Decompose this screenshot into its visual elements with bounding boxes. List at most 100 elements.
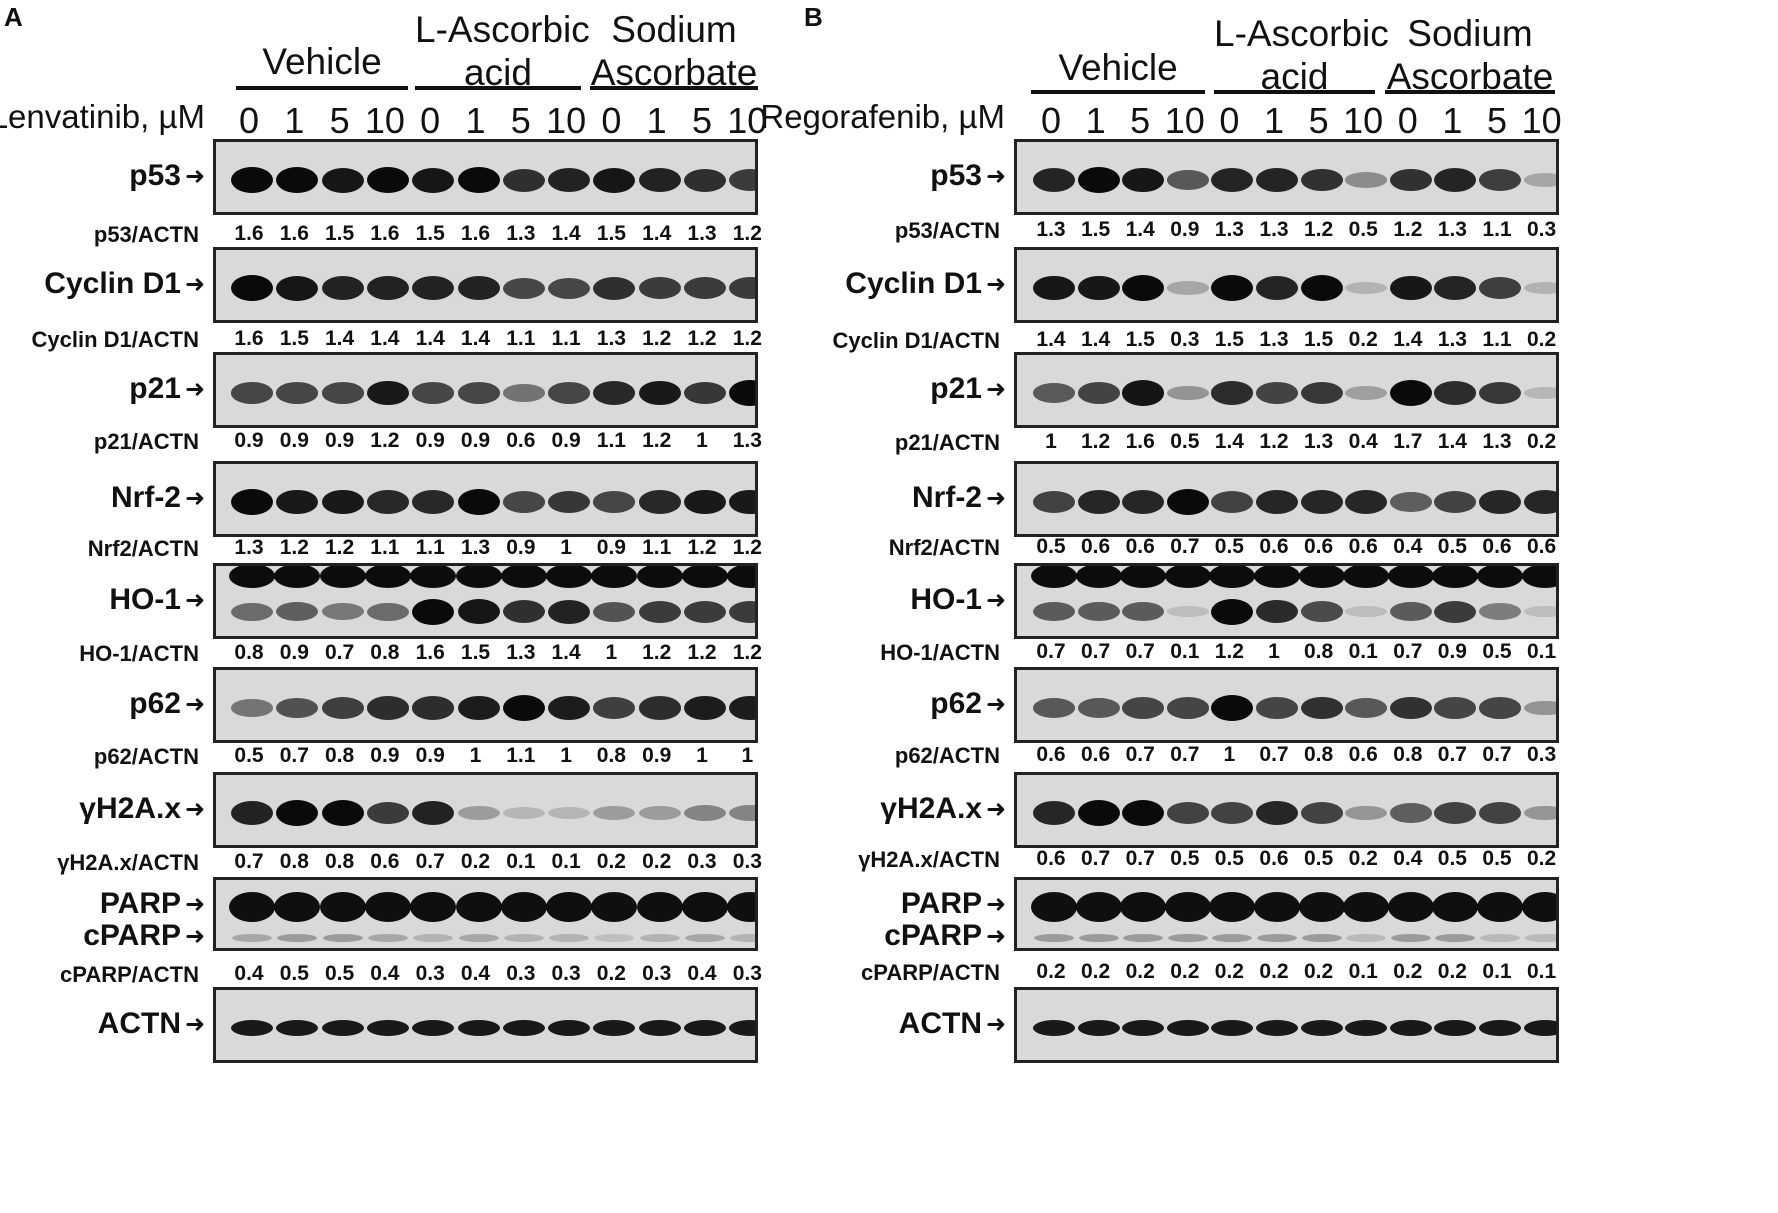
protein-band xyxy=(1389,601,1432,622)
protein-band xyxy=(1523,605,1556,618)
protein-band xyxy=(321,603,364,621)
protein-band xyxy=(1122,490,1165,514)
ratio-value: 0.9 xyxy=(415,744,445,767)
protein-band xyxy=(502,277,545,299)
lane-dose-number: 5 xyxy=(329,100,350,141)
protein-band xyxy=(364,566,411,588)
protein-band xyxy=(549,933,590,942)
ratio-value: 1.2 xyxy=(279,536,309,559)
ratio-row-label: Cyclin D1/ACTN xyxy=(832,328,1000,353)
protein-band xyxy=(548,695,591,721)
lane-dose-number: 0 xyxy=(420,100,441,141)
ratio-value: 0.1 xyxy=(1526,960,1557,983)
protein-band xyxy=(276,275,319,301)
ratio-value: 0.9 xyxy=(279,641,309,664)
ratio-value: 0.6 xyxy=(1259,847,1289,870)
protein-band xyxy=(232,933,272,942)
ratio-value: 0.7 xyxy=(1080,847,1111,870)
protein-band xyxy=(502,695,545,721)
ratio-value: 0.8 xyxy=(1393,743,1423,766)
protein-band xyxy=(593,1020,636,1036)
protein-band xyxy=(1345,605,1388,618)
protein-band xyxy=(231,275,273,301)
protein-band xyxy=(502,807,545,819)
ratio-value: 1.5 xyxy=(324,222,355,245)
ratio-value: 1.1 xyxy=(506,744,536,767)
ratio-value: 0.3 xyxy=(1170,328,1200,351)
right-arrow-icon: ➜ xyxy=(185,691,206,718)
protein-band xyxy=(1209,891,1256,922)
protein-band xyxy=(684,1020,726,1036)
ratio-value: 0.2 xyxy=(1303,960,1334,983)
ratio-value: 1.2 xyxy=(642,429,672,452)
blot-p21 xyxy=(213,352,758,428)
protein-band xyxy=(457,806,500,820)
blot-actn xyxy=(213,987,758,1063)
protein-band xyxy=(1033,491,1075,513)
lane-dose-number: 1 xyxy=(1085,100,1106,141)
protein-band xyxy=(729,277,755,299)
protein-band xyxy=(684,277,726,299)
protein-band xyxy=(321,382,364,404)
protein-band xyxy=(1122,601,1165,622)
ratio-value: 0.1 xyxy=(1482,960,1512,983)
protein-band xyxy=(727,566,755,588)
protein-label-cparp: cPARP xyxy=(884,919,982,952)
protein-band xyxy=(500,566,547,588)
protein-label-nrf-2: Nrf-2 xyxy=(911,481,982,514)
lane-dose-number: 1 xyxy=(465,100,486,141)
protein-band xyxy=(1031,891,1077,922)
ratio-value: 1.3 xyxy=(506,641,536,664)
ratio-value: 1.5 xyxy=(596,222,626,245)
protein-band xyxy=(730,933,755,942)
protein-band xyxy=(412,490,455,514)
protein-band xyxy=(1345,386,1388,400)
ratio-value: 1.5 xyxy=(1125,328,1155,351)
protein-band xyxy=(1211,695,1254,721)
protein-band xyxy=(548,168,591,192)
right-arrow-icon: ➜ xyxy=(986,587,1007,614)
ratio-value: 0.3 xyxy=(551,962,581,985)
ratio-value: 0.6 xyxy=(506,429,536,452)
blot-cyclin-d1 xyxy=(213,247,758,323)
ratio-value: 1.4 xyxy=(1036,328,1066,351)
ratio-value: 1.4 xyxy=(551,222,581,245)
ratio-value: 1 xyxy=(1223,743,1236,766)
protein-band xyxy=(1166,802,1209,824)
ratio-value: 0.7 xyxy=(1125,743,1155,766)
protein-band xyxy=(729,695,755,721)
protein-band xyxy=(1211,381,1254,405)
protein-band xyxy=(1122,275,1165,301)
ratio-value: 1.4 xyxy=(370,327,400,350)
protein-label-parp: PARP xyxy=(99,887,181,920)
ratio-value: 1.5 xyxy=(460,641,491,664)
ratio-value: 0.9 xyxy=(415,429,445,452)
ratio-value: 1.2 xyxy=(1259,430,1289,453)
lane-dose-number: 10 xyxy=(1521,100,1562,141)
protein-band xyxy=(367,933,408,942)
lane-dose-number: 5 xyxy=(691,100,713,141)
protein-band xyxy=(1387,891,1434,922)
ratio-value: 0.8 xyxy=(1303,640,1334,663)
ratio-value: 1.3 xyxy=(1482,430,1512,453)
protein-band xyxy=(412,167,455,193)
lane-dose-number: 0 xyxy=(601,100,622,141)
protein-band xyxy=(638,696,681,720)
protein-band xyxy=(1298,891,1345,922)
ratio-value: 0.6 xyxy=(1348,743,1378,766)
protein-label-cyclin-d1: Cyclin D1 xyxy=(44,267,181,300)
ratio-value: 0.4 xyxy=(234,962,264,985)
lane-dose-number: 5 xyxy=(510,100,531,141)
ratio-value: 1.2 xyxy=(732,641,762,664)
ratio-value: 0.7 xyxy=(234,850,264,873)
ratio-value: 1.3 xyxy=(1214,218,1244,241)
lane-dose-number: 1 xyxy=(1263,100,1285,141)
lane-dose-number: 10 xyxy=(1164,100,1205,141)
blot-cyclin-d1 xyxy=(1014,247,1559,323)
protein-band xyxy=(231,382,273,404)
ratio-value: 1.4 xyxy=(1125,218,1155,241)
ratio-value: 0.3 xyxy=(732,962,762,985)
protein-band xyxy=(229,891,275,922)
ratio-value: 0.5 xyxy=(1214,535,1244,558)
